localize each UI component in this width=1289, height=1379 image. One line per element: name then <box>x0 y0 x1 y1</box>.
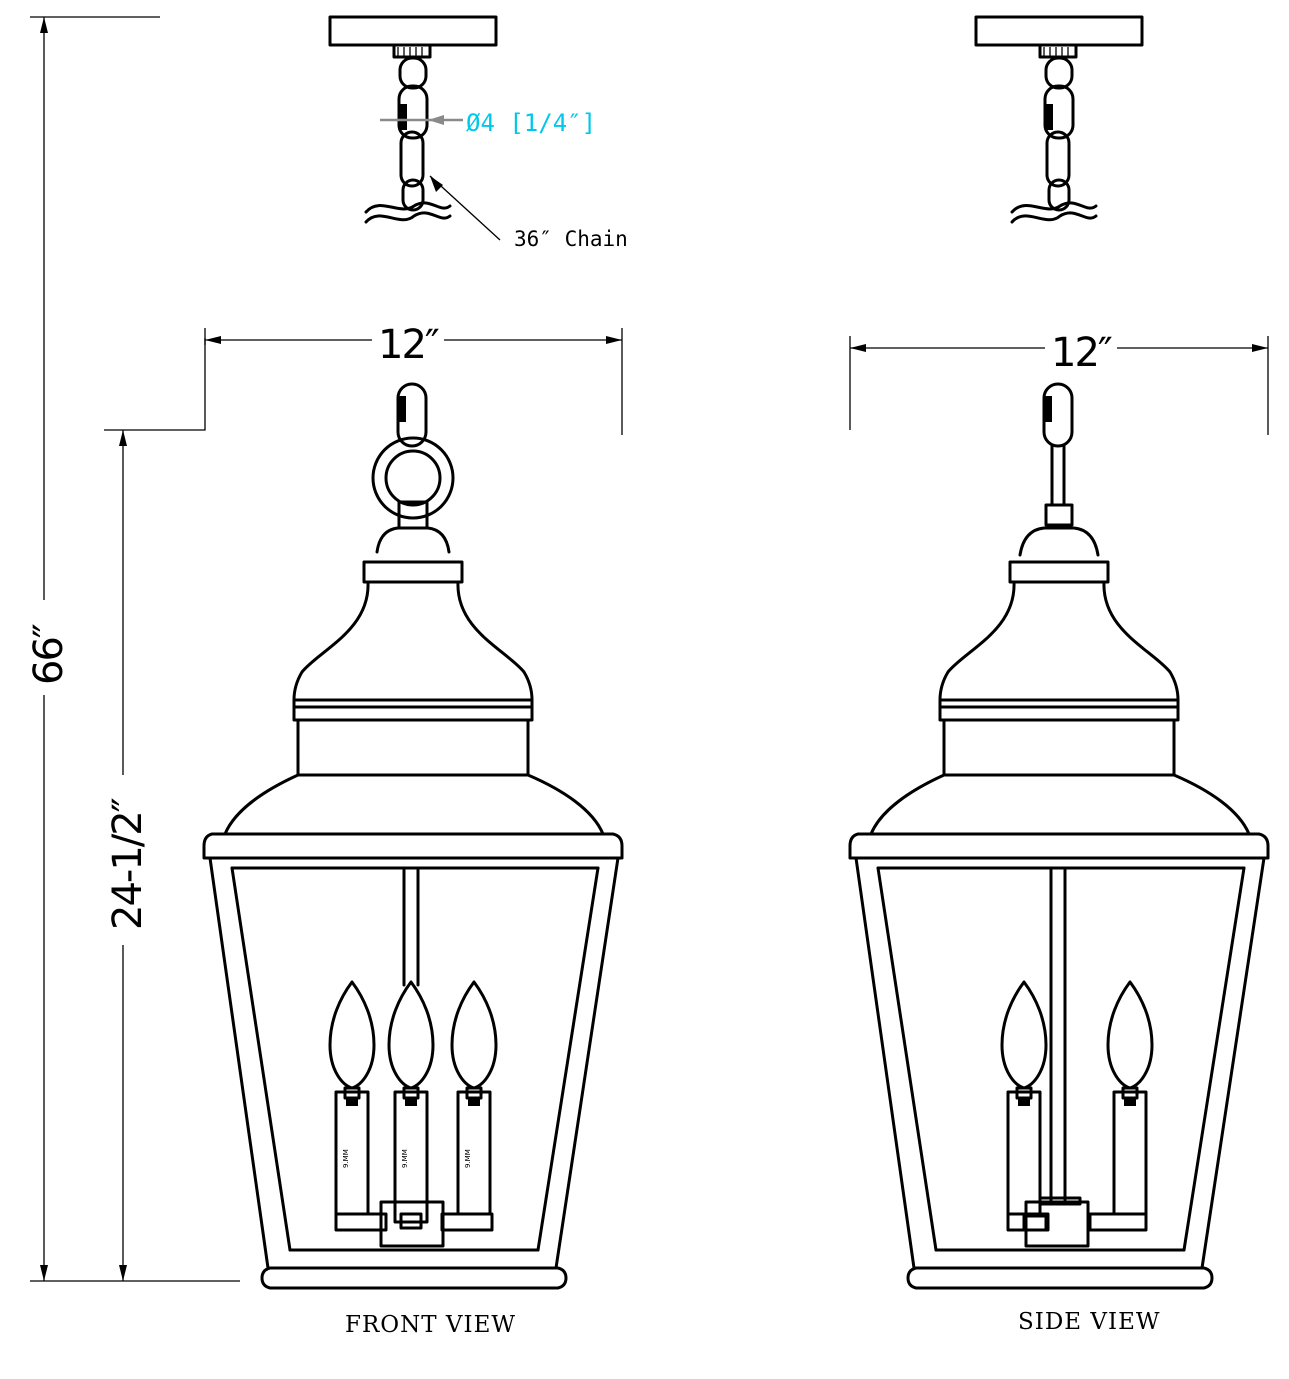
fixture-height-label: 24-1/2″ <box>105 798 151 930</box>
candle-mark-middle: 9.MM <box>401 1149 409 1168</box>
front-width-label: 12″ <box>378 322 439 368</box>
overall-height-dimension: 66″ <box>22 16 240 1282</box>
side-width-label: 12″ <box>1051 330 1112 376</box>
candle-mark-left: 9.MM <box>342 1149 350 1168</box>
side-width-dimension: 12″ <box>849 324 1269 435</box>
front-view-label: FRONT VIEW <box>345 1312 516 1338</box>
overall-height-label: 66″ <box>26 624 72 685</box>
front-canopy-chain <box>328 15 498 224</box>
chain-length-callout: 36″ Chain <box>429 175 628 251</box>
side-view-label: SIDE VIEW <box>1018 1309 1161 1335</box>
front-width-dimension: 12″ <box>204 316 623 435</box>
front-lantern: 9.MM 9.MM 9.MM <box>202 382 624 1290</box>
chain-thickness-callout: Ø4 [1/4″] <box>380 109 596 137</box>
front-candle-cluster: 9.MM 9.MM 9.MM <box>328 980 498 1248</box>
chain-length-label: 36″ Chain <box>514 227 628 251</box>
side-lantern <box>848 382 1270 1290</box>
fixture-height-dimension: 24-1/2″ <box>100 338 206 1281</box>
side-candle-cluster <box>1000 980 1154 1248</box>
candle-mark-right: 9.MM <box>464 1149 472 1168</box>
chain-thickness-label: Ø4 [1/4″] <box>466 109 596 137</box>
side-canopy-chain <box>974 15 1144 224</box>
